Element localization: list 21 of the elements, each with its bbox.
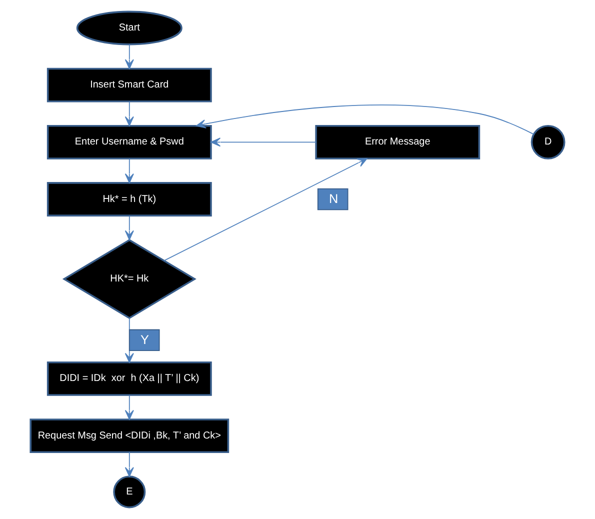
node-box: Insert Smart Card [46,68,212,102]
node-circle: D [530,124,566,160]
edge-label: Y [140,332,149,347]
arrow [210,138,316,147]
node-box: Request Msg Send <DIDi ,Bk, T’ and Ck> [30,418,230,453]
arrow [124,44,134,70]
arrow [196,104,534,135]
node-ellipse: Start [76,10,182,46]
arrow [124,215,134,240]
node-box: Error Message [315,124,480,160]
arrow [124,158,134,184]
node-circle: E [113,476,146,508]
arrow [124,394,134,420]
arrow [124,452,134,477]
node-box: Enter Username & Pswd [46,124,212,160]
arrow [164,158,368,262]
arrow [124,101,134,126]
node-box: DIDI = IDk xor h (Xa || T’ || Ck) [46,361,212,396]
node-diamond: HK*= Hk [62,239,196,320]
edge-label: N [329,192,338,206]
node-box: Hk* = h (Tk) [46,182,212,216]
